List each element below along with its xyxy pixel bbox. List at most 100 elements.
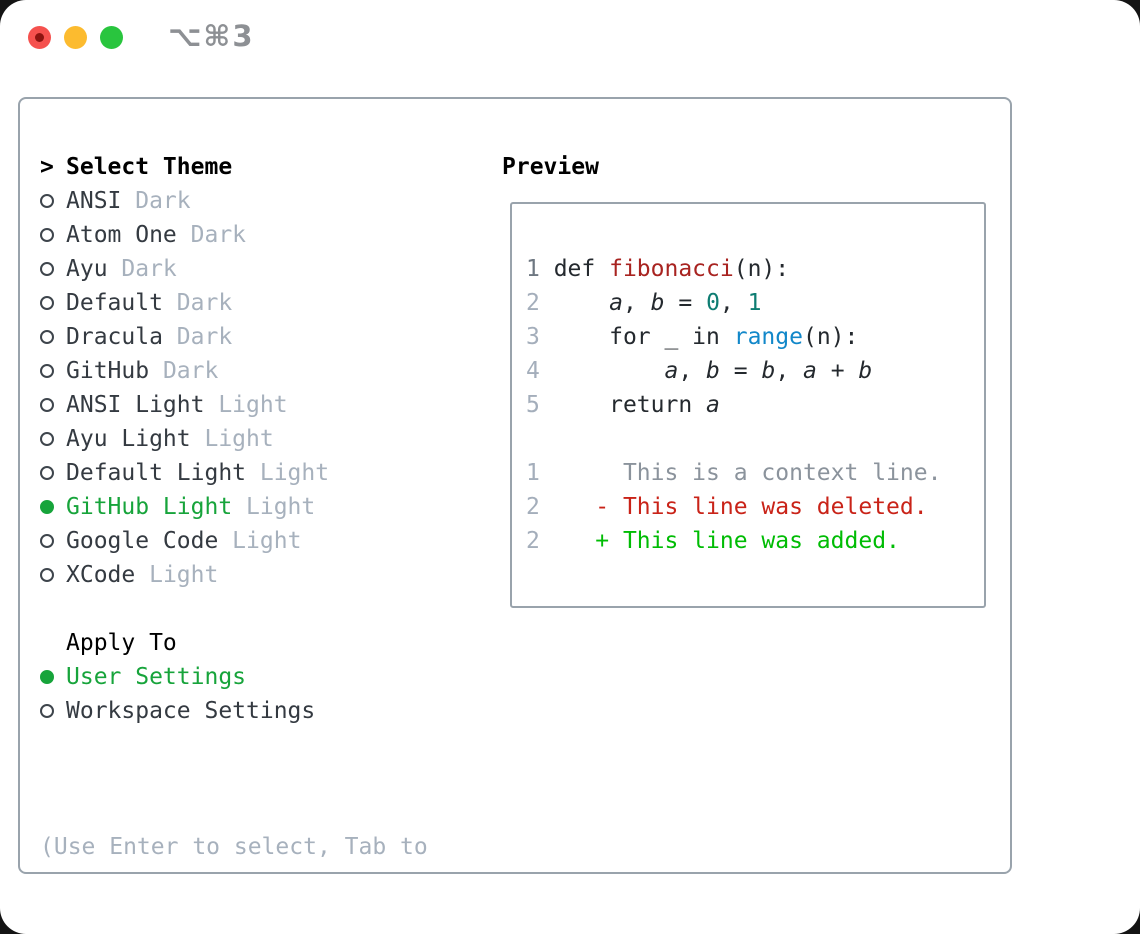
line-number: 2 (526, 528, 554, 554)
theme-option[interactable]: GitHub Dark (40, 354, 218, 388)
code-token: def (553, 256, 610, 282)
theme-name: ANSI (66, 188, 122, 214)
theme-option[interactable]: ANSI Dark (40, 184, 191, 218)
theme-variant: Dark (107, 256, 177, 282)
minimize-traffic-light-icon[interactable] (64, 26, 87, 49)
apply-to-header: Apply To (40, 626, 177, 660)
code-token: for _ in (553, 324, 734, 350)
radio-icon (40, 466, 54, 480)
theme-name: ANSI Light (66, 392, 205, 418)
theme-option[interactable]: Atom One Dark (40, 218, 246, 252)
radio-icon (40, 534, 54, 548)
code-token: , (719, 290, 748, 316)
code-token: (n): (733, 256, 790, 282)
radio-icon (40, 704, 54, 718)
theme-option[interactable]: ANSI Light Light (40, 388, 288, 422)
code-line: 4 a, b = b, a + b (526, 354, 941, 388)
code-line (526, 422, 941, 456)
apply-option[interactable]: User Settings (40, 660, 246, 694)
theme-option[interactable]: Google Code Light (40, 524, 301, 558)
code-line: 2 + This line was added. (526, 524, 941, 558)
theme-name: XCode (66, 562, 136, 588)
code-token: , (775, 358, 804, 384)
apply-option[interactable]: Workspace Settings (40, 694, 315, 728)
code-token: a (609, 290, 623, 316)
theme-name: Default Light (66, 460, 247, 486)
code-token: a (706, 392, 720, 418)
theme-variant: Dark (149, 358, 219, 384)
code-line: 5 return a (526, 388, 941, 422)
theme-variant: Dark (121, 188, 191, 214)
titlebar: ⌥⌘3 (0, 0, 1140, 74)
line-number: 5 (526, 392, 554, 418)
theme-option[interactable]: Dracula Dark (40, 320, 232, 354)
code-line: 1 This is a context line. (526, 456, 941, 490)
radio-selected-icon (40, 670, 54, 684)
line-number (526, 426, 554, 452)
radio-icon (40, 364, 54, 378)
code-line: 2 - This line was deleted. (526, 490, 941, 524)
radio-icon (40, 228, 54, 242)
code-token: + (816, 358, 859, 384)
apply-option-label: User Settings (66, 664, 247, 690)
code-token: - This line was deleted. (553, 494, 928, 520)
theme-name: GitHub (66, 358, 150, 384)
code-token (554, 290, 609, 316)
theme-variant: Light (190, 426, 274, 452)
theme-option[interactable]: Ayu Light Light (40, 422, 274, 456)
code-token: (n): (802, 324, 859, 350)
code-token: , (678, 358, 707, 384)
theme-name: Dracula (66, 324, 163, 350)
theme-option[interactable]: Default Dark (40, 286, 232, 320)
code-line: 3 for _ in range(n): (526, 320, 941, 354)
theme-variant: Light (204, 392, 288, 418)
code-token: = (664, 290, 707, 316)
theme-option[interactable]: Ayu Dark (40, 252, 177, 286)
theme-option[interactable]: XCode Light (40, 558, 218, 592)
theme-option[interactable]: GitHub Light Light (40, 490, 315, 524)
theme-name: Google Code (66, 528, 219, 554)
theme-name: Ayu (66, 256, 108, 282)
theme-name: Default (66, 290, 163, 316)
code-token: This is a context line. (553, 460, 942, 486)
theme-variant: Dark (162, 290, 233, 316)
line-number: 3 (526, 324, 554, 350)
preview-title: Preview (502, 154, 599, 180)
theme-name: Ayu Light (66, 426, 191, 452)
code-token: + This line was added. (553, 528, 900, 554)
line-number: 4 (526, 358, 554, 384)
close-traffic-light-icon[interactable] (28, 26, 51, 49)
code-token: 0 (706, 290, 720, 316)
hint-text: (Use Enter to select, Tab to change focu… (40, 762, 428, 934)
radio-icon (40, 296, 54, 310)
radio-icon (40, 398, 54, 412)
radio-icon (40, 568, 54, 582)
line-number: 2 (526, 494, 554, 520)
theme-list-header: > Select Theme (40, 150, 232, 184)
apply-option-label: Workspace Settings (66, 698, 316, 724)
theme-name: Atom One (66, 222, 177, 248)
code-token: , (622, 290, 651, 316)
code-token: 1 (747, 290, 762, 316)
code-line: 1 def fibonacci(n): (526, 252, 941, 286)
radio-icon (40, 262, 54, 276)
theme-option[interactable]: Default Light Light (40, 456, 329, 490)
radio-selected-icon (40, 500, 54, 514)
zoom-traffic-light-icon[interactable] (100, 26, 123, 49)
radio-icon (40, 432, 54, 446)
code-token: a (664, 358, 679, 384)
window-title: ⌥⌘3 (168, 19, 255, 53)
radio-icon (40, 194, 54, 208)
apply-to-title: Apply To (66, 630, 177, 656)
theme-variant: Dark (176, 222, 247, 248)
code-token: a (803, 358, 817, 384)
theme-list-title: Select Theme (66, 154, 233, 180)
line-number: 2 (526, 290, 554, 316)
code-token: range (733, 324, 803, 350)
focus-chevron-icon: > (40, 154, 54, 180)
code-token: fibonacci (609, 256, 734, 282)
